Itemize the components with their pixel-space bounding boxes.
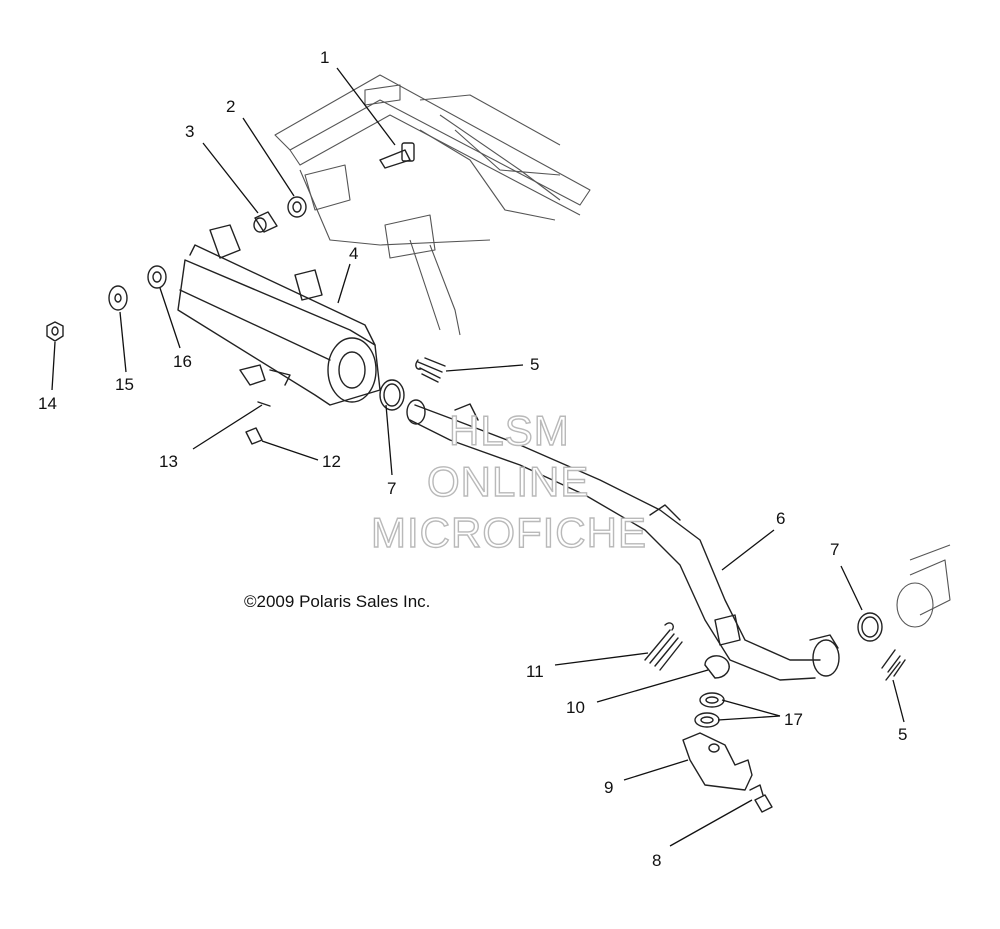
callout-7-upper: 7 — [387, 479, 396, 498]
part-5-spring-lower — [881, 649, 906, 681]
part-5-spring-upper — [415, 357, 446, 383]
callouts: 1 2 3 4 5 5 6 7 7 8 9 10 11 12 13 14 15 … — [38, 48, 907, 870]
part-8-bolt — [749, 784, 773, 813]
callout-9: 9 — [604, 778, 613, 797]
callout-14: 14 — [38, 394, 57, 413]
watermark-line-1: HLSM — [449, 407, 570, 454]
part-17-washers — [694, 692, 725, 728]
part-9-bracket — [682, 732, 753, 791]
part-4-muffler — [177, 224, 381, 406]
part-7-gasket-upper — [379, 379, 405, 411]
callout-5-upper: 5 — [530, 355, 539, 374]
copyright-text: ©2009 Polaris Sales Inc. — [244, 592, 430, 611]
part-3-bushing — [253, 211, 278, 233]
callout-16: 16 — [173, 352, 192, 371]
part-15-washer — [108, 285, 128, 311]
part-11-spring — [644, 622, 683, 671]
callout-15: 15 — [115, 375, 134, 394]
callout-3: 3 — [185, 122, 194, 141]
watermark-line-3: MICROFICHE — [371, 509, 647, 556]
callout-12: 12 — [322, 452, 341, 471]
callout-13: 13 — [159, 452, 178, 471]
part-12-clip — [245, 427, 263, 445]
callout-4: 4 — [349, 244, 358, 263]
callout-2: 2 — [226, 97, 235, 116]
vehicle-frame — [274, 74, 951, 628]
callout-11: 11 — [526, 662, 544, 681]
part-7-gasket-lower — [857, 612, 883, 642]
part-16-washer — [147, 265, 167, 289]
callout-8: 8 — [652, 851, 661, 870]
watermark-line-2: ONLINE — [427, 458, 589, 505]
callout-6: 6 — [776, 509, 785, 528]
part-6-head-pipe — [406, 399, 840, 681]
watermark: HLSM ONLINE MICROFICHE — [370, 406, 647, 556]
part-14-nut — [46, 321, 64, 342]
part-2-grommet — [287, 196, 307, 218]
part-1-bolt — [379, 142, 415, 169]
callout-1: 1 — [320, 48, 329, 67]
leader-lines — [51, 67, 905, 847]
callout-17: 17 — [784, 710, 803, 729]
callout-10: 10 — [566, 698, 585, 717]
part-10-isolator — [704, 655, 730, 679]
callout-7-lower: 7 — [830, 540, 839, 559]
part-13-pin — [257, 401, 271, 407]
callout-5-lower: 5 — [898, 725, 907, 744]
